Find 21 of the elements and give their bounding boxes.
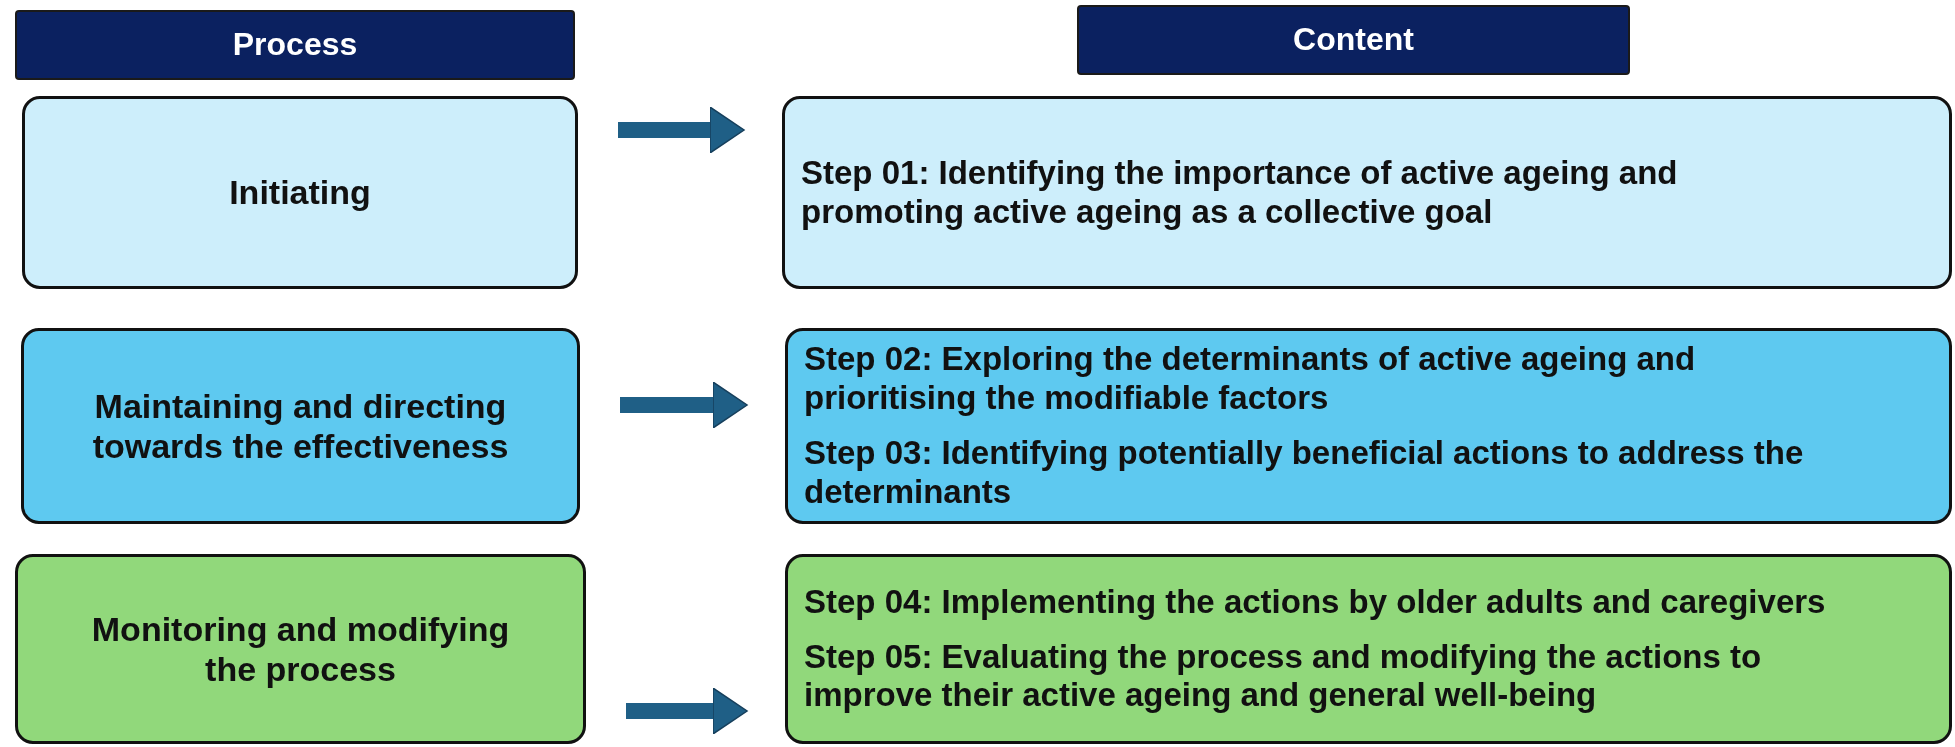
stage-text: Monitoring and modifying the process bbox=[90, 608, 511, 690]
process-box bbox=[22, 96, 578, 289]
content-box bbox=[785, 554, 1952, 744]
content-box bbox=[782, 96, 1952, 289]
step-text: Step 01: Identifying the importance of active ageing and promoting active ageing as a collective goal bbox=[801, 153, 1679, 232]
block-arrow bbox=[618, 106, 745, 154]
header-text: Content bbox=[1293, 21, 1414, 59]
step-text: Step 03: Identifying potentially beneficial actions to address the determinants bbox=[804, 434, 1805, 512]
process-box bbox=[21, 328, 580, 524]
header-text: Process bbox=[232, 26, 358, 64]
column-header bbox=[1077, 5, 1630, 75]
column-header bbox=[15, 10, 575, 80]
block-arrow bbox=[620, 381, 748, 429]
block-arrow bbox=[626, 687, 748, 735]
stage-text: Maintaining and directing towards the effectiveness bbox=[91, 385, 510, 467]
step-text: Step 02: Exploring the determinants of active ageing and prioritising the modifiable factors bbox=[804, 340, 1697, 418]
process-box bbox=[15, 554, 586, 744]
step-text: Step 04: Implementing the actions by older adults and caregivers bbox=[804, 582, 1826, 622]
step-text: Step 05: Evaluating the process and modifying the actions to improve their active ageing and general well-being bbox=[804, 637, 1763, 716]
content-box bbox=[785, 328, 1952, 524]
stage-text: Initiating bbox=[229, 172, 371, 213]
